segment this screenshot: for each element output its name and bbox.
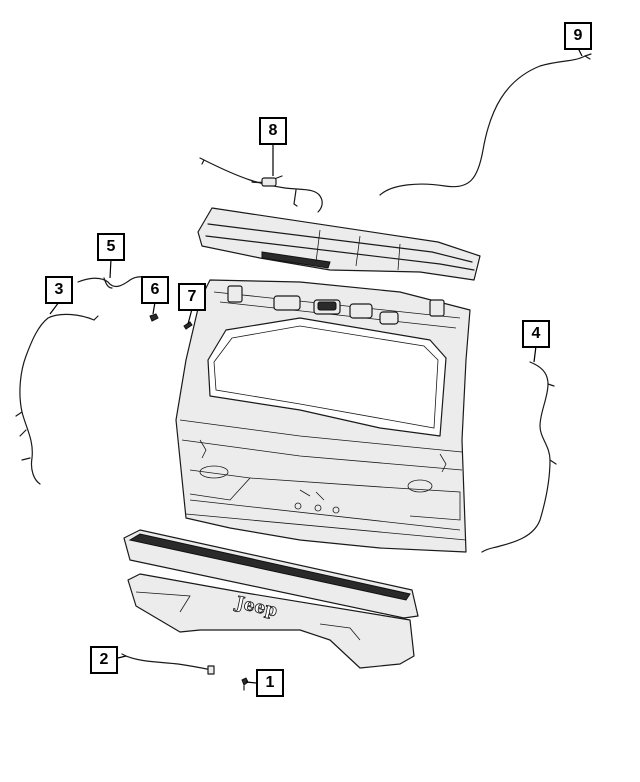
part-8-spoiler-harness: [199, 157, 323, 213]
callout-5: 5: [97, 233, 125, 261]
callout-1: 1: [256, 669, 284, 697]
callout-4: 4: [522, 320, 550, 348]
liftgate-lower-panel: Jeep: [127, 573, 415, 669]
callout-3: 3: [45, 276, 73, 304]
part-3-left-harness: [15, 313, 99, 485]
part-5-small-harness: [77, 276, 149, 289]
rear-spoiler: [197, 207, 481, 281]
part-9-roof-harness: [379, 53, 592, 196]
part-6-clip: [149, 313, 159, 322]
part-4-right-harness: [481, 361, 557, 553]
callout-7: 7: [178, 283, 206, 311]
part-1-fastener: [241, 677, 249, 691]
liftgate: [175, 279, 471, 553]
callout-9: 9: [564, 22, 592, 50]
callout-2: 2: [90, 646, 118, 674]
liftgate-applique: [123, 529, 419, 619]
callout-6: 6: [141, 276, 169, 304]
part-2-lower-harness: [121, 653, 215, 675]
callout-8: 8: [259, 117, 287, 145]
